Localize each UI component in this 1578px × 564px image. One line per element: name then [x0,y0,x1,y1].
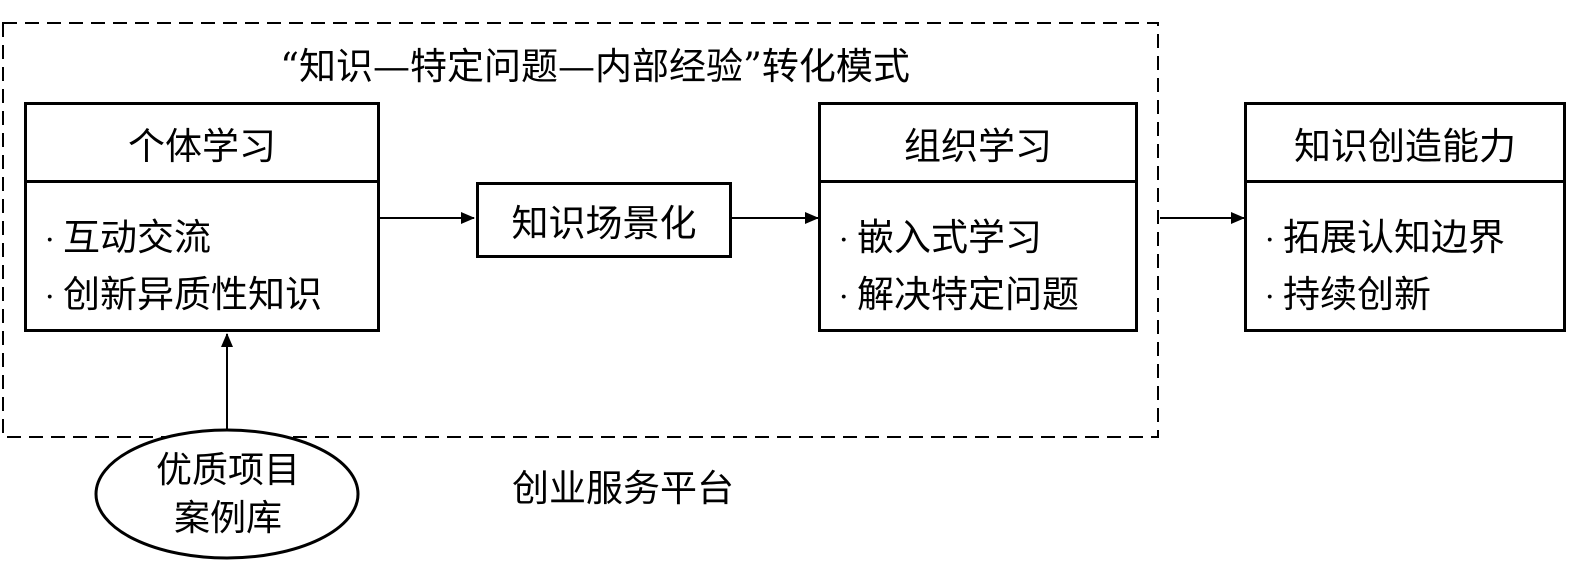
bullet-text: 互动交流 [63,216,211,259]
bullet-text: 持续创新 [1283,273,1431,316]
knowledge-creation-box: 知识创造能力 ·拓展认知边界 ·持续创新 [1244,102,1566,332]
bullet-item: ·嵌入式学习 [839,211,1135,268]
case-library-line-1: 优质项目 [155,450,300,491]
knowledge-creation-body: ·拓展认知边界 ·持续创新 [1247,183,1563,325]
bullet-dot-icon: · [45,223,55,258]
bullet-dot-icon: · [45,280,55,315]
bullet-item: ·持续创新 [1265,268,1563,325]
bullet-text: 嵌入式学习 [857,216,1042,259]
case-library-line-2: 案例库 [173,498,282,539]
individual-learning-title: 个体学习 [27,105,377,183]
bullet-item: ·创新异质性知识 [45,268,377,325]
transformation-frame [2,22,1159,438]
frame-title: “知识—特定问题—内部经验”转化模式 [280,45,910,88]
individual-learning-box: 个体学习 ·互动交流 ·创新异质性知识 [24,102,380,332]
individual-learning-body: ·互动交流 ·创新异质性知识 [27,183,377,325]
bullet-dot-icon: · [1265,280,1275,315]
bullet-text: 拓展认知边界 [1283,216,1505,259]
case-library-label: 优质项目 案例库 [98,432,358,558]
knowledge-creation-title: 知识创造能力 [1247,105,1563,183]
organizational-learning-title: 组织学习 [821,105,1135,183]
bullet-dot-icon: · [839,280,849,315]
bullet-item: ·拓展认知边界 [1265,211,1563,268]
case-library-ellipse [94,428,360,560]
bullet-text: 解决特定问题 [857,273,1079,316]
bullet-text: 创新异质性知识 [63,273,322,316]
bullet-dot-icon: · [839,223,849,258]
organizational-learning-body: ·嵌入式学习 ·解决特定问题 [821,183,1135,325]
bullet-dot-icon: · [1265,223,1275,258]
bullet-item: ·互动交流 [45,211,377,268]
platform-label: 创业服务平台 [512,467,734,510]
knowledge-scenario-box: 知识场景化 [476,182,732,258]
bullet-item: ·解决特定问题 [839,268,1135,325]
organizational-learning-box: 组织学习 ·嵌入式学习 ·解决特定问题 [818,102,1138,332]
